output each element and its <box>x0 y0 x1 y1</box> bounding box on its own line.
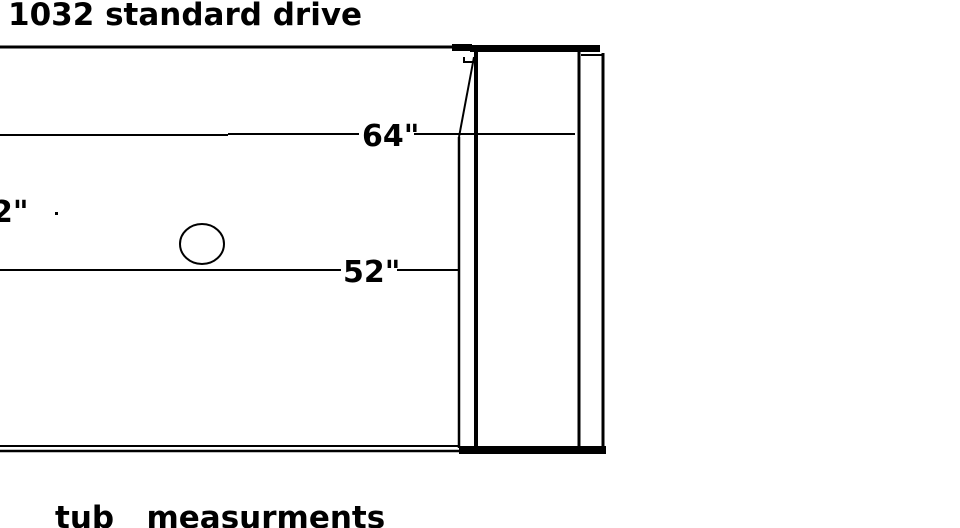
drawing-title: 1032 standard drive <box>8 0 362 33</box>
corner-bracket <box>463 57 476 63</box>
rear-panel-top-bar <box>470 45 600 52</box>
dim-label-52: 52" <box>343 255 400 290</box>
top-edge-cap <box>452 44 472 51</box>
rear-panel-bottom-bar <box>459 446 606 454</box>
drawing-caption: tub measurments <box>55 500 385 528</box>
stray-mark <box>55 212 58 215</box>
dim-label-64: 64" <box>362 119 419 154</box>
drain-circle <box>179 223 225 265</box>
slanted-side <box>458 56 475 138</box>
dim-label-partial: 2" <box>0 195 29 230</box>
